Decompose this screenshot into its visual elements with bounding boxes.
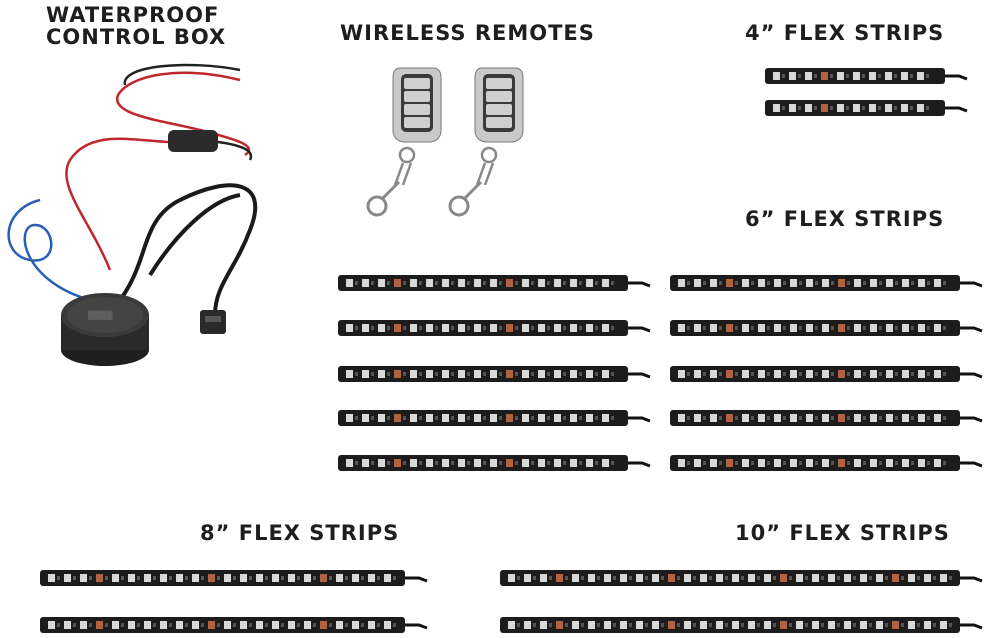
led-strip	[338, 320, 651, 336]
wireless-remotes-label: WIRELESS REMOTES	[340, 21, 595, 45]
led-strip	[670, 275, 983, 291]
flex-strips-6-label: 6” FLEX STRIPS	[745, 207, 945, 231]
led-strip	[765, 100, 968, 116]
svg-text:▒▒▒▒: ▒▒▒▒	[88, 310, 113, 320]
led-strip	[670, 366, 983, 382]
led-strip	[670, 455, 983, 471]
led-strip	[670, 320, 983, 336]
flex-strips-10-label: 10” FLEX STRIPS	[735, 521, 950, 545]
remote-icon	[366, 67, 524, 217]
led-strip	[765, 68, 968, 84]
control-box-label: WATERPROOF CONTROL BOX	[46, 3, 227, 49]
control-box-icon: ▒▒▒▒	[7, 63, 258, 366]
led-strip	[500, 570, 983, 586]
flex-strips-8-label: 8” FLEX STRIPS	[200, 521, 400, 545]
led-strip	[670, 410, 983, 426]
led-strip	[40, 617, 428, 633]
flex-strips-4-label: 4” FLEX STRIPS	[745, 21, 945, 45]
led-strip	[338, 410, 651, 426]
led-strip	[338, 366, 651, 382]
led-strip	[500, 617, 983, 633]
led-strip	[338, 455, 651, 471]
led-strip	[338, 275, 651, 291]
led-strip	[40, 570, 428, 586]
